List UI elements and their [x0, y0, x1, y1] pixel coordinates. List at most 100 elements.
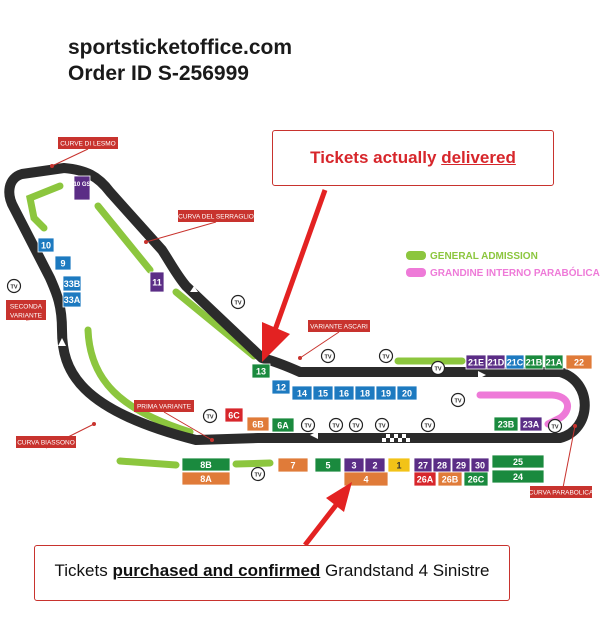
ga-ascari [172, 288, 258, 360]
grandstand-16[interactable]: 16 [333, 385, 355, 401]
grandstand-4[interactable]: 4 [343, 471, 389, 487]
grandstand-block [544, 354, 564, 370]
grandstand-6b[interactable]: 6B [246, 416, 270, 432]
tv-icon-label: TV [254, 472, 261, 478]
grandstand-label: 11 [152, 278, 162, 288]
grandstand-22[interactable]: 22 [565, 354, 593, 370]
tv-icon: TV [547, 418, 563, 434]
corner-label-bg [134, 400, 194, 412]
corner-label: VARIANTE [10, 313, 43, 320]
grandstand-21e[interactable]: 21E [465, 354, 487, 370]
tv-icon-label: TV [206, 414, 213, 420]
tv-icon-ring [320, 348, 336, 364]
tv-icon-ring [430, 360, 446, 376]
grandstand-14[interactable]: 14 [291, 385, 313, 401]
grandstand-label: 21D [488, 358, 505, 368]
grandstand-10-gs[interactable]: 10 GS [73, 175, 91, 201]
tv-icon-ring [378, 348, 394, 364]
corner-serraglio: CURVA DEL SERRAGLIO [144, 210, 254, 244]
tv-icon-label: TV [304, 423, 311, 429]
grandstand-block [565, 354, 593, 370]
grandstand-6a[interactable]: 6A [271, 417, 295, 433]
corner-parabolica: CURVA PARABOLICA [529, 424, 594, 499]
grandstand-7[interactable]: 7 [277, 457, 309, 473]
tv-icon-label: TV [332, 423, 339, 429]
corner-label: CURVA BIASSONO [17, 440, 75, 447]
grandstand-19[interactable]: 19 [375, 385, 397, 401]
grandstand-21b[interactable]: 21B [524, 354, 544, 370]
grandstand-block [224, 407, 244, 423]
grandstand-8a[interactable]: 8A [181, 471, 231, 486]
corner-dot [210, 438, 214, 442]
grandstand-26b[interactable]: 26B [437, 471, 463, 487]
parabolica-interno-area [476, 391, 571, 428]
grandstand-26c[interactable]: 26C [463, 471, 489, 487]
corner-lesmo: CURVE DI LESMO [50, 137, 118, 168]
grandstand-25[interactable]: 25 [491, 454, 545, 469]
grandstand-1[interactable]: 1 [387, 457, 411, 473]
grandstand-block [465, 354, 487, 370]
grandstand-label: 10 GS [73, 182, 90, 188]
grandstand-label: 8B [200, 460, 212, 470]
grandstand-label: 3 [351, 461, 356, 471]
grandstand-18[interactable]: 18 [354, 385, 376, 401]
grandstand-block [181, 471, 231, 486]
grandstand-15[interactable]: 15 [312, 385, 334, 401]
grandstand-label: 8A [200, 474, 212, 484]
legend: GENERAL ADMISSION GRANDINE INTERNO PARAB… [406, 251, 600, 279]
corner-label: CURVE DI LESMO [60, 141, 116, 148]
grandstand-label: 19 [381, 389, 391, 399]
grandstand-29[interactable]: 29 [451, 457, 471, 473]
grandstand-label: 4 [363, 475, 368, 485]
grandstand-block [54, 255, 72, 271]
grandstand-block [375, 385, 397, 401]
grandstand-label: 21C [507, 358, 524, 368]
grandstand-21a[interactable]: 21A [544, 354, 564, 370]
grandstand-2[interactable]: 2 [364, 457, 386, 473]
grandstand-24[interactable]: 24 [491, 469, 545, 484]
grandstand-label: 7 [290, 461, 295, 471]
grandstand-block [493, 416, 519, 432]
grandstand-block [271, 379, 291, 395]
tv-icon-label: TV [434, 366, 441, 372]
grandstand-27[interactable]: 27 [413, 457, 433, 473]
grandstand-23a[interactable]: 23A [519, 416, 543, 432]
grandstand-3[interactable]: 3 [343, 457, 365, 473]
grandstand-12[interactable]: 12 [271, 379, 291, 395]
grandstand-23b[interactable]: 23B [493, 416, 519, 432]
direction-arrow [190, 286, 198, 292]
corner-dot [50, 164, 54, 168]
grandstand-block [463, 471, 489, 487]
tv-icon: TV [430, 360, 446, 376]
grandstand-11[interactable]: 11 [149, 271, 165, 293]
grandstand-26a[interactable]: 26A [413, 471, 437, 487]
grandstand-6c[interactable]: 6C [224, 407, 244, 423]
tv-icon-label: TV [378, 423, 385, 429]
grandstand-label: 18 [360, 389, 370, 399]
grandstand-33b[interactable]: 33B [62, 275, 82, 292]
grandstand-block [396, 385, 418, 401]
callout-purchased-emph: purchased and confirmed [112, 561, 321, 580]
grandstand-block [62, 275, 82, 292]
tv-icon-ring [547, 418, 563, 434]
grandstand-21d[interactable]: 21D [486, 354, 506, 370]
grandstand-30[interactable]: 30 [470, 457, 490, 473]
grandstand-33a[interactable]: 33A [62, 291, 82, 308]
grandstand-21c[interactable]: 21C [505, 354, 525, 370]
tv-icon: TV [202, 408, 218, 424]
grandstand-28[interactable]: 28 [432, 457, 452, 473]
tv-icon: TV [300, 417, 316, 433]
grandstand-9[interactable]: 9 [54, 255, 72, 271]
corner-leader [299, 331, 340, 359]
grandstand-10[interactable]: 10 [37, 237, 55, 253]
site-name: sportsticketoffice.com [68, 36, 293, 59]
grandstand-block [524, 354, 544, 370]
grandstand-5[interactable]: 5 [314, 457, 342, 473]
ga-prima-2 [232, 459, 274, 468]
grandstand-13[interactable]: 13 [251, 363, 271, 379]
tv-icon-label: TV [234, 300, 241, 306]
grandstand-20[interactable]: 20 [396, 385, 418, 401]
grandstand-8b[interactable]: 8B [181, 457, 231, 472]
corner-label: PRIMA VARIANTE [137, 404, 192, 411]
